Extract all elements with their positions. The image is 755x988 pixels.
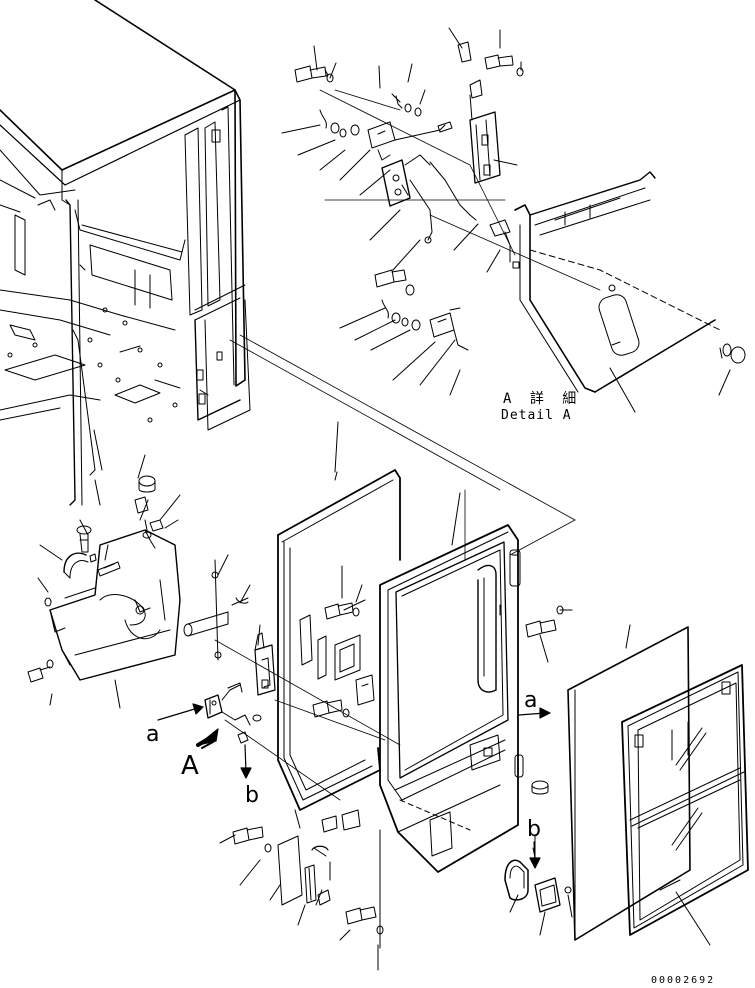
callout-b-right: b — [527, 817, 541, 842]
door-bolts — [525, 605, 573, 663]
detail-label-en: Detail A — [501, 408, 572, 423]
callout-a-left: a — [146, 722, 160, 747]
callout-a-right: a — [524, 688, 538, 713]
seal-gasket — [277, 421, 401, 811]
bottom-parts — [219, 809, 573, 971]
arrow-a-left — [157, 707, 199, 721]
seal-bolts — [312, 565, 375, 718]
glass-window — [621, 664, 749, 946]
main-door — [379, 492, 549, 873]
lower-latch — [204, 632, 276, 744]
arrows — [157, 703, 551, 869]
detail-label-jp: A 詳 細 — [503, 391, 582, 407]
cab-frame — [0, 0, 251, 506]
callout-b-left: b — [245, 783, 259, 808]
callout-view-A: A — [181, 751, 199, 781]
guide-lines — [214, 89, 601, 801]
glass-pane-back — [567, 624, 691, 941]
left-door-parts — [27, 454, 261, 709]
detail-a — [281, 27, 746, 413]
drawing-code: 00002692 — [651, 975, 716, 986]
